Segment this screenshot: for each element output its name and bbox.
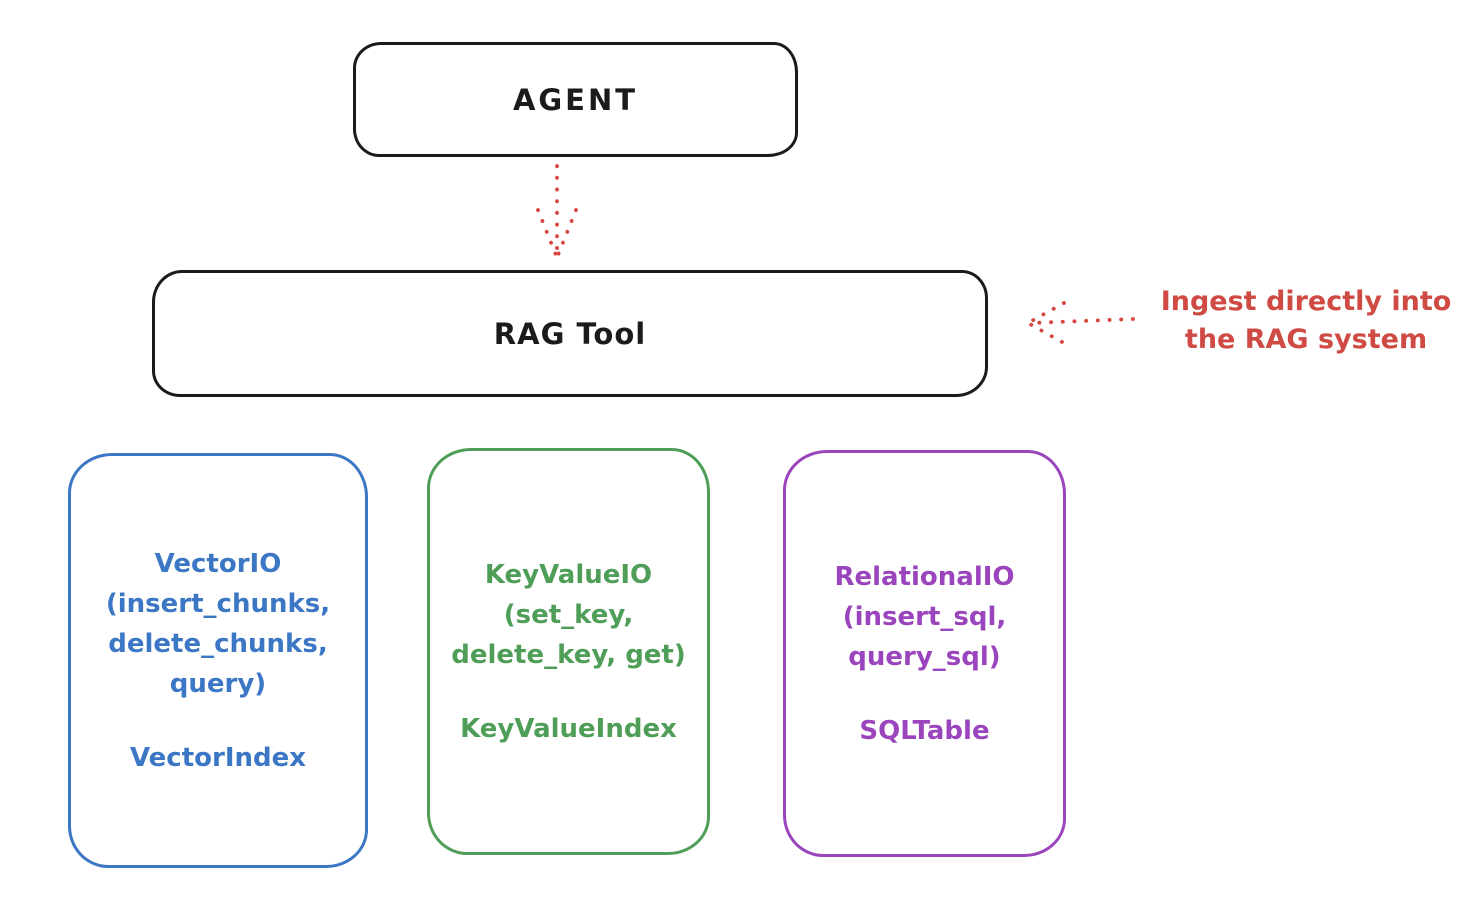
signature-line: (insert_chunks, [105, 588, 331, 619]
store-signature: VectorIO (insert_chunks, delete_chunks, … [106, 544, 330, 704]
arrowhead-bottom-wing [1026, 321, 1064, 344]
store-node-vector-io[interactable]: VectorIO (insert_chunks, delete_chunks, … [68, 453, 368, 868]
store-node-key-value-io[interactable]: KeyValueIO (set_key, delete_key, get) Ke… [427, 448, 710, 855]
signature-line: VectorIO [154, 548, 282, 579]
rag-tool-label: RAG Tool [493, 316, 647, 351]
signature-line: delete_key, get) [451, 639, 686, 670]
ingest-into-rag-arrow [1026, 301, 1135, 344]
store-index-label: SQLTable [859, 715, 990, 746]
agent-node[interactable]: AGENT [353, 42, 798, 157]
ingest-annotation: Ingest directly into the RAG system [1128, 283, 1484, 359]
store-signature: RelationalIO (insert_sql, query_sql) [834, 557, 1014, 677]
annotation-line-2: the RAG system [1184, 324, 1428, 355]
agent-label: AGENT [512, 82, 639, 117]
signature-line: (insert_sql, [842, 601, 1007, 632]
store-index-label: KeyValueIndex [460, 713, 677, 744]
arrow-shaft [1029, 317, 1135, 325]
arrowhead-right-wing [556, 208, 578, 257]
store-node-relational-io[interactable]: RelationalIO (insert_sql, query_sql) SQL… [783, 450, 1066, 857]
signature-line: (set_key, [503, 599, 634, 630]
store-index-label: VectorIndex [129, 742, 307, 773]
rag-tool-node[interactable]: RAG Tool [152, 270, 988, 397]
annotation-line-1: Ingest directly into [1160, 286, 1452, 317]
agent-to-rag-tool-arrow [536, 164, 578, 260]
arrowhead-left-wing [536, 208, 558, 257]
signature-line: delete_chunks, [108, 628, 328, 659]
signature-line: KeyValueIO [484, 559, 653, 590]
signature-line: RelationalIO [834, 561, 1015, 592]
arrowhead-top-wing [1026, 301, 1066, 325]
store-signature: KeyValueIO (set_key, delete_key, get) [451, 555, 686, 675]
signature-line: query_sql) [848, 641, 1001, 672]
signature-line: query) [169, 668, 267, 699]
